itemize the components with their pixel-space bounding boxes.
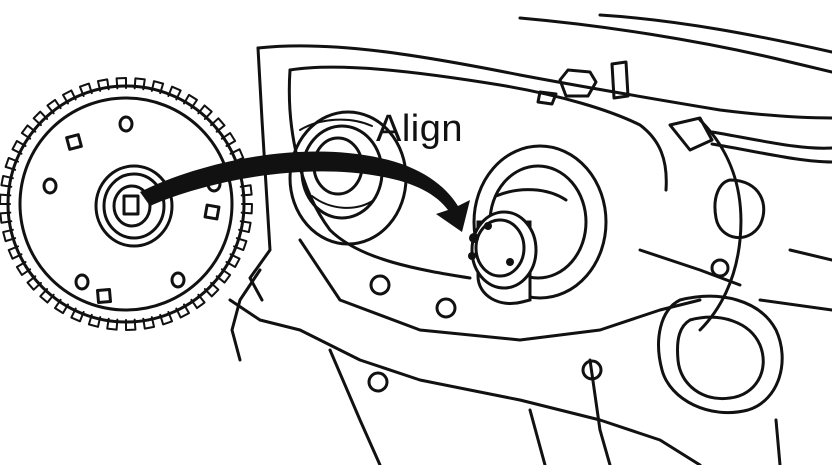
gear-tooth (46, 98, 62, 115)
gear-tooth (106, 317, 119, 331)
gear-tooth (4, 156, 20, 171)
gear-tooth (197, 104, 213, 120)
align-label: Align (376, 108, 463, 150)
gear-tooth (125, 318, 137, 331)
gear-tooth (175, 303, 190, 319)
gear-tooth (26, 275, 42, 291)
gear-tooth (0, 174, 14, 188)
gear-tooth (133, 77, 146, 91)
gear-tooth (96, 78, 110, 92)
gear-tooth (54, 298, 69, 315)
gear-tooth (32, 110, 49, 127)
gear-tooth (183, 93, 198, 110)
gear-tooth (190, 293, 206, 310)
gear-tooth (203, 281, 220, 298)
gear-tooth (238, 220, 252, 234)
gear-tooth (11, 140, 27, 155)
gear-tooth (167, 85, 182, 101)
gear-tooth (239, 184, 253, 197)
gear-tooth (215, 268, 232, 284)
gear-tooth (20, 124, 37, 140)
gear-tooth (78, 82, 93, 98)
gear-tooth (220, 132, 237, 147)
gear-teeth (0, 77, 253, 331)
gear-tooth (2, 228, 17, 243)
gear-tooth (7, 245, 23, 260)
camshaft-timing-gear (0, 77, 253, 331)
gear-tooth (62, 89, 77, 105)
gear-tooth (159, 310, 174, 326)
gear-tooth (87, 313, 102, 328)
gear-tooth (142, 316, 156, 330)
gear-tooth (15, 261, 32, 276)
camshaft-end (468, 144, 608, 305)
gear-tooth (150, 80, 165, 95)
gear-tooth (232, 237, 248, 252)
alignment-arrow (140, 151, 470, 232)
gear-tooth (115, 77, 127, 90)
gear-tooth (225, 253, 241, 268)
gear-tooth (39, 288, 55, 304)
gear-tooth (210, 117, 226, 133)
gear-tooth (0, 211, 13, 224)
cylinder-head (228, 13, 832, 465)
gear-tooth (240, 203, 253, 215)
gear-tooth (0, 193, 12, 205)
gear-tooth (70, 307, 85, 323)
